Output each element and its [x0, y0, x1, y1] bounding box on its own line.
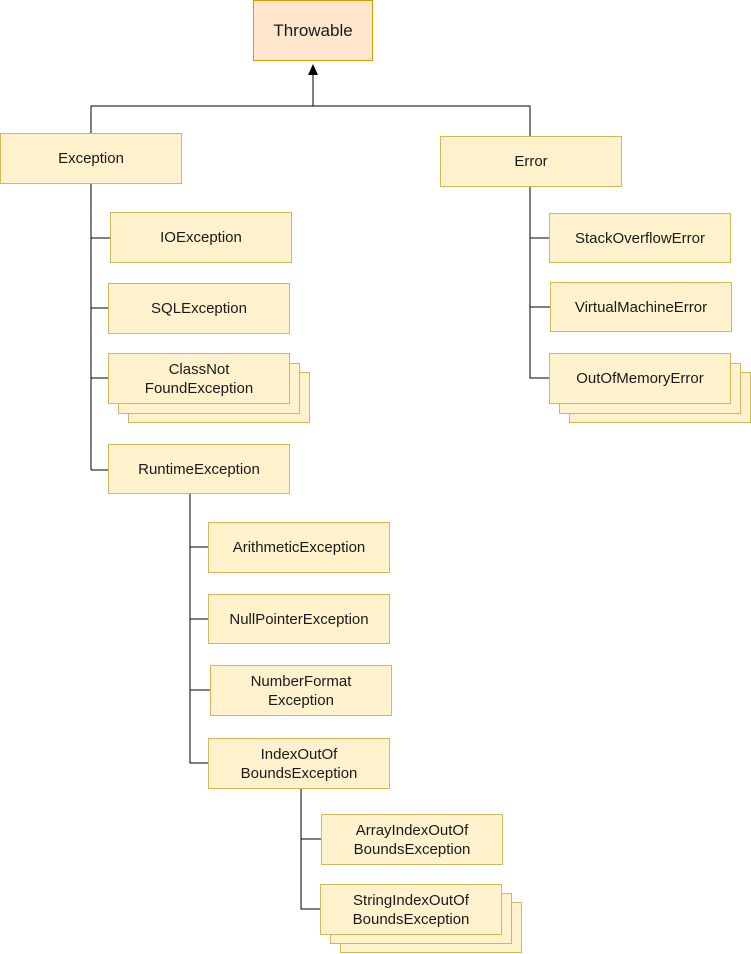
throwable-node: Throwable [253, 0, 373, 61]
arithmeticexception-node: ArithmeticException [208, 522, 390, 573]
edge-indexoutofbounds-children [300, 789, 320, 910]
edge-error-children [529, 187, 549, 379]
nullpointerexception-node: NullPointerException [208, 594, 390, 644]
virtualmachineerror-node: VirtualMachineError [550, 282, 732, 332]
stackoverflowerror-node: StackOverflowError [549, 213, 731, 263]
edge-throwable-children [90, 105, 531, 136]
numberformatexception-node: NumberFormat Exception [210, 665, 392, 716]
edge-runtime-children [189, 494, 208, 764]
arrowhead [308, 64, 318, 75]
classnotfoundexception-node: ClassNot FoundException [108, 353, 290, 404]
arrayindexoutofboundsexception-node: ArrayIndexOutOf BoundsException [321, 814, 503, 865]
ioexception-node: IOException [110, 212, 292, 263]
runtimeexception-node: RuntimeException [108, 444, 290, 494]
error-node: Error [440, 136, 622, 187]
stringindexoutofboundsexception-node: StringIndexOutOf BoundsException [320, 884, 502, 935]
sqlexception-node: SQLException [108, 283, 290, 334]
outofmemoryerror-node: OutOfMemoryError [549, 353, 731, 404]
exception-node: Exception [0, 133, 182, 184]
indexoutofboundsexception-node: IndexOutOf BoundsException [208, 738, 390, 789]
